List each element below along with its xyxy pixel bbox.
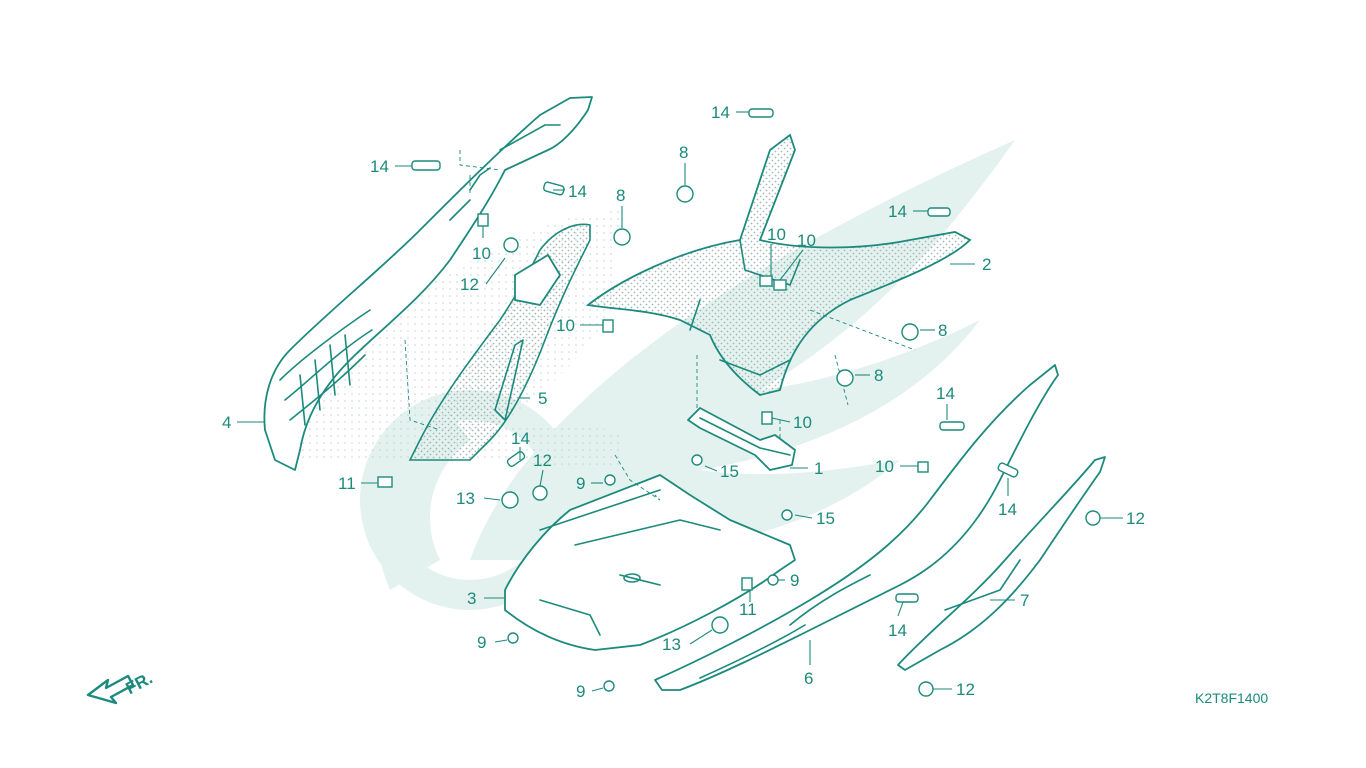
callout-11: 11 xyxy=(739,600,757,619)
part-5-inner-panel xyxy=(408,223,591,461)
part-7-lower-trim xyxy=(897,456,1106,671)
callout-3: 3 xyxy=(467,589,476,608)
callout-8: 8 xyxy=(874,366,883,385)
callout-10: 10 xyxy=(556,316,575,335)
callout-14: 14 xyxy=(888,202,907,221)
callout-10: 10 xyxy=(793,413,812,432)
callouts: 14 14 14 14 14 14 14 14 8 8 8 8 10 10 10… xyxy=(222,103,1145,701)
front-direction-arrow: FR. xyxy=(86,668,156,705)
callout-14: 14 xyxy=(998,500,1017,519)
callout-9: 9 xyxy=(576,682,585,701)
callout-8: 8 xyxy=(616,186,625,205)
part-6-side-cover xyxy=(654,364,1059,691)
callout-2: 2 xyxy=(982,255,991,274)
callout-12: 12 xyxy=(533,451,552,470)
callout-6: 6 xyxy=(804,669,813,688)
callout-14: 14 xyxy=(568,182,587,201)
leader-lines xyxy=(237,111,1123,692)
callout-12: 12 xyxy=(1126,509,1145,528)
callout-1: 1 xyxy=(814,459,823,478)
callout-11: 11 xyxy=(338,474,356,493)
callout-9: 9 xyxy=(790,571,799,590)
callout-10: 10 xyxy=(875,457,894,476)
part-4-left-body-cover xyxy=(263,96,593,471)
callout-15: 15 xyxy=(720,462,739,481)
callout-15: 15 xyxy=(816,509,835,528)
callout-9: 9 xyxy=(576,474,585,493)
callout-10: 10 xyxy=(472,244,491,263)
part-1-floor-plate xyxy=(687,407,796,471)
direction-label: FR. xyxy=(123,668,156,698)
callout-12: 12 xyxy=(956,680,975,699)
part-3-under-cover xyxy=(504,474,796,651)
callout-13: 13 xyxy=(456,489,475,508)
callout-14: 14 xyxy=(888,621,907,640)
callout-10: 10 xyxy=(767,225,786,244)
callout-14: 14 xyxy=(511,429,530,448)
callout-8: 8 xyxy=(679,143,688,162)
diagram-code: K2T8F1400 xyxy=(1195,690,1268,706)
callout-12: 12 xyxy=(460,275,479,294)
callout-8: 8 xyxy=(938,321,947,340)
callout-5: 5 xyxy=(538,389,547,408)
callout-14: 14 xyxy=(936,384,955,403)
fasteners xyxy=(377,108,1101,697)
assembly-lines xyxy=(404,150,916,501)
callout-13: 13 xyxy=(662,635,681,654)
callout-7: 7 xyxy=(1020,591,1029,610)
callout-10: 10 xyxy=(797,231,816,250)
callout-9: 9 xyxy=(477,633,486,652)
stipple-area-right xyxy=(470,420,620,470)
callout-14: 14 xyxy=(711,103,730,122)
callout-4: 4 xyxy=(222,413,231,432)
callout-14: 14 xyxy=(370,157,389,176)
